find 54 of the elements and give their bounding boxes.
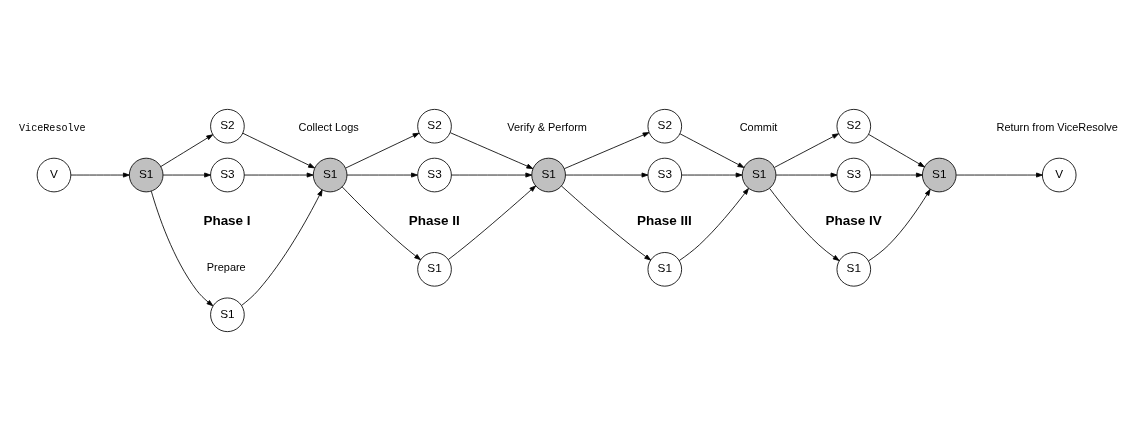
node-circle: S3 [210,157,245,192]
arrow [70,172,130,177]
node-circle: S3 [417,157,452,192]
arrow [679,132,745,168]
label: Phase I [203,212,251,228]
arrow [870,172,923,177]
arrow [451,172,533,177]
label: Commit [739,120,778,133]
arrow [561,185,652,260]
arrow [564,131,650,169]
arrow [868,188,931,261]
arrow [774,132,839,168]
arrow [346,172,418,177]
arrow [868,133,925,167]
node-circle: S2 [417,108,452,143]
arrow [678,187,749,261]
arrow [162,172,211,177]
node-circle: S2 [836,108,872,143]
arrow [449,131,534,169]
arrow [150,190,214,306]
label: Phase III [637,212,692,228]
node-circle: S1 [741,157,777,192]
arrow [775,172,838,177]
node-circle: S1 [417,251,452,287]
arrow [345,132,420,168]
node-circle: V [1041,157,1077,192]
arrow [955,172,1043,177]
arrow [447,185,537,260]
node-circle: S1 [647,251,683,287]
node-circle: S1 [210,297,245,332]
node-circle: S1 [922,157,957,192]
arrow [769,187,840,261]
label: ViceResolve [19,122,86,133]
arrow [160,133,214,167]
arrow [242,132,315,168]
node-circle: V [36,157,72,192]
node-circle: S1 [836,251,872,287]
label: Phase IV [825,212,882,228]
node-circle: S1 [128,157,164,192]
node-circle: S3 [836,157,872,192]
arrow [341,185,421,260]
label: Collect Logs [298,120,359,133]
arrow [243,172,314,177]
label: Verify & Perform [507,120,587,133]
arrow [241,189,323,306]
arrow [565,172,649,177]
node-circle: S1 [312,157,348,192]
node-circle: S2 [210,108,245,143]
node-circle: S2 [647,108,683,143]
label: Return from ViceResolve [996,120,1118,133]
node-circle: S3 [647,157,683,192]
label: Phase II [408,212,460,228]
arrow [681,172,743,177]
label: Prepare [206,260,246,273]
